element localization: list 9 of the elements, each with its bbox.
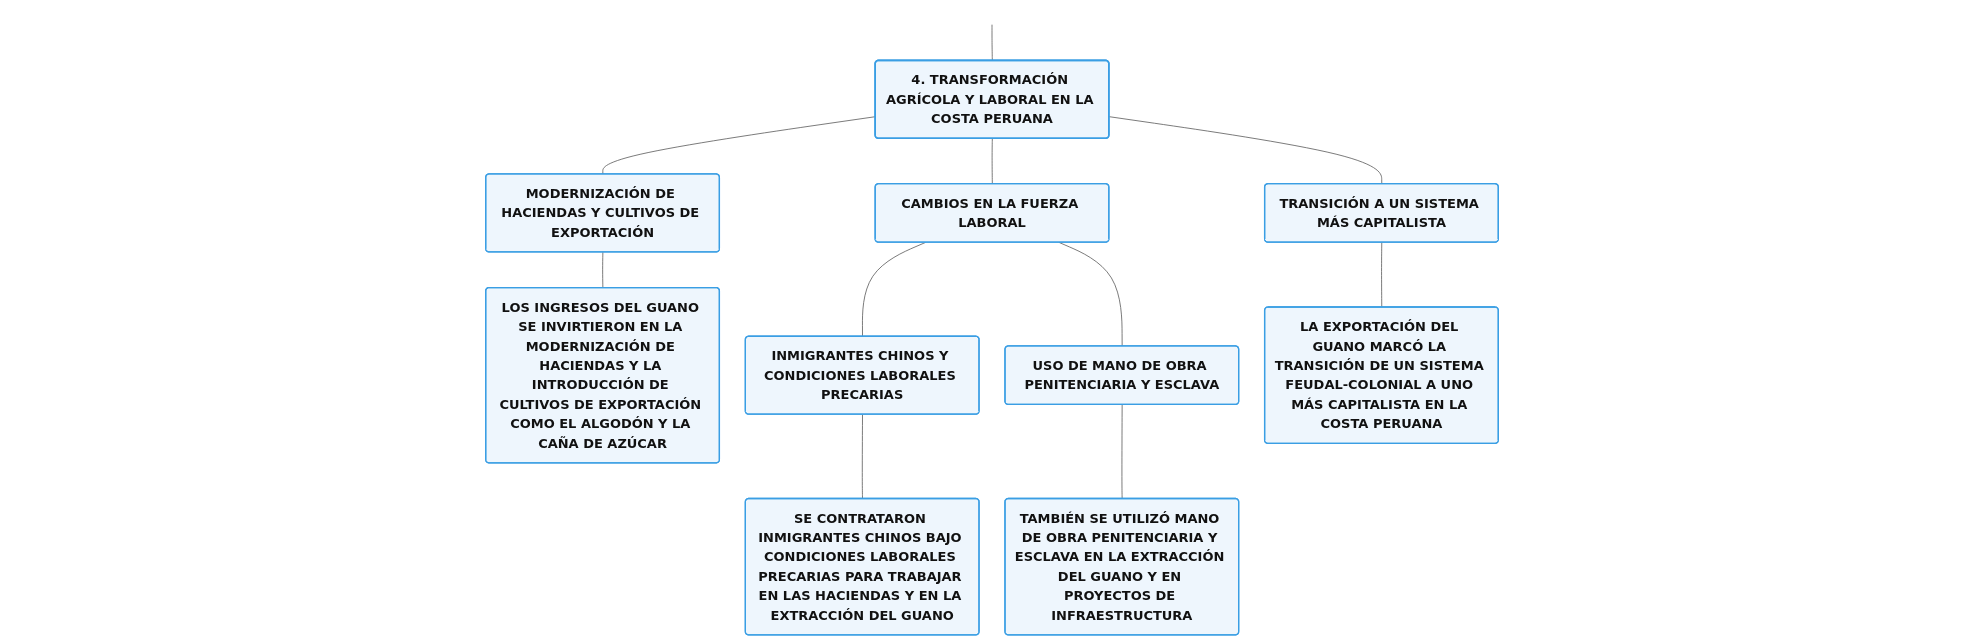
connector [861, 414, 863, 500]
connector [1381, 242, 1383, 308]
connector [1108, 116, 1383, 185]
connector [1121, 404, 1123, 500]
connector [862, 242, 926, 337]
connector [602, 251, 604, 289]
connector [991, 24, 993, 62]
connector [602, 116, 876, 175]
connector [991, 138, 993, 185]
